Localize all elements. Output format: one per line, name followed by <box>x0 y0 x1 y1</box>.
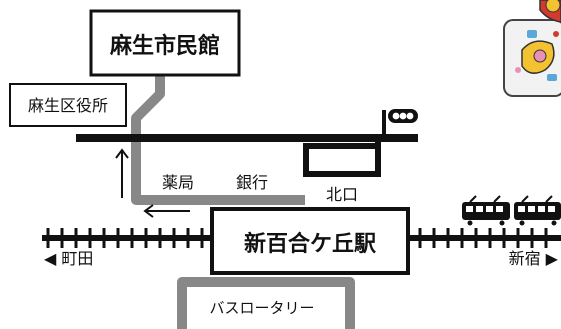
ward-office-box: 麻生区役所 <box>9 83 127 127</box>
train-car-1 <box>462 195 510 226</box>
north-exit-loop <box>303 142 381 177</box>
gift-illustration <box>503 0 561 97</box>
ward-office-label: 麻生区役所 <box>28 96 108 115</box>
civic-hall-label: 麻生市民館 <box>109 33 220 59</box>
walking-route <box>131 74 355 329</box>
train-icon <box>462 195 561 226</box>
shinjuku-direction-label: 新宿 ▶ <box>509 249 559 268</box>
machida-direction-label: ◀ 町田 <box>44 249 93 268</box>
pharmacy-label: 薬局 <box>162 173 194 192</box>
bank-label: 銀行 <box>236 173 268 192</box>
train-car-2 <box>514 195 561 226</box>
railway-signal-icon <box>382 109 418 138</box>
left-arrow <box>143 204 190 218</box>
civic-hall-box: 麻生市民館 <box>89 9 241 77</box>
station-box: 新百合ケ丘駅 <box>210 207 410 275</box>
up-arrow <box>115 148 129 198</box>
north-exit-label: 北口 <box>326 185 358 204</box>
bus-rotary-label: バスロータリー <box>209 299 314 317</box>
station-label: 新百合ケ丘駅 <box>244 231 376 257</box>
